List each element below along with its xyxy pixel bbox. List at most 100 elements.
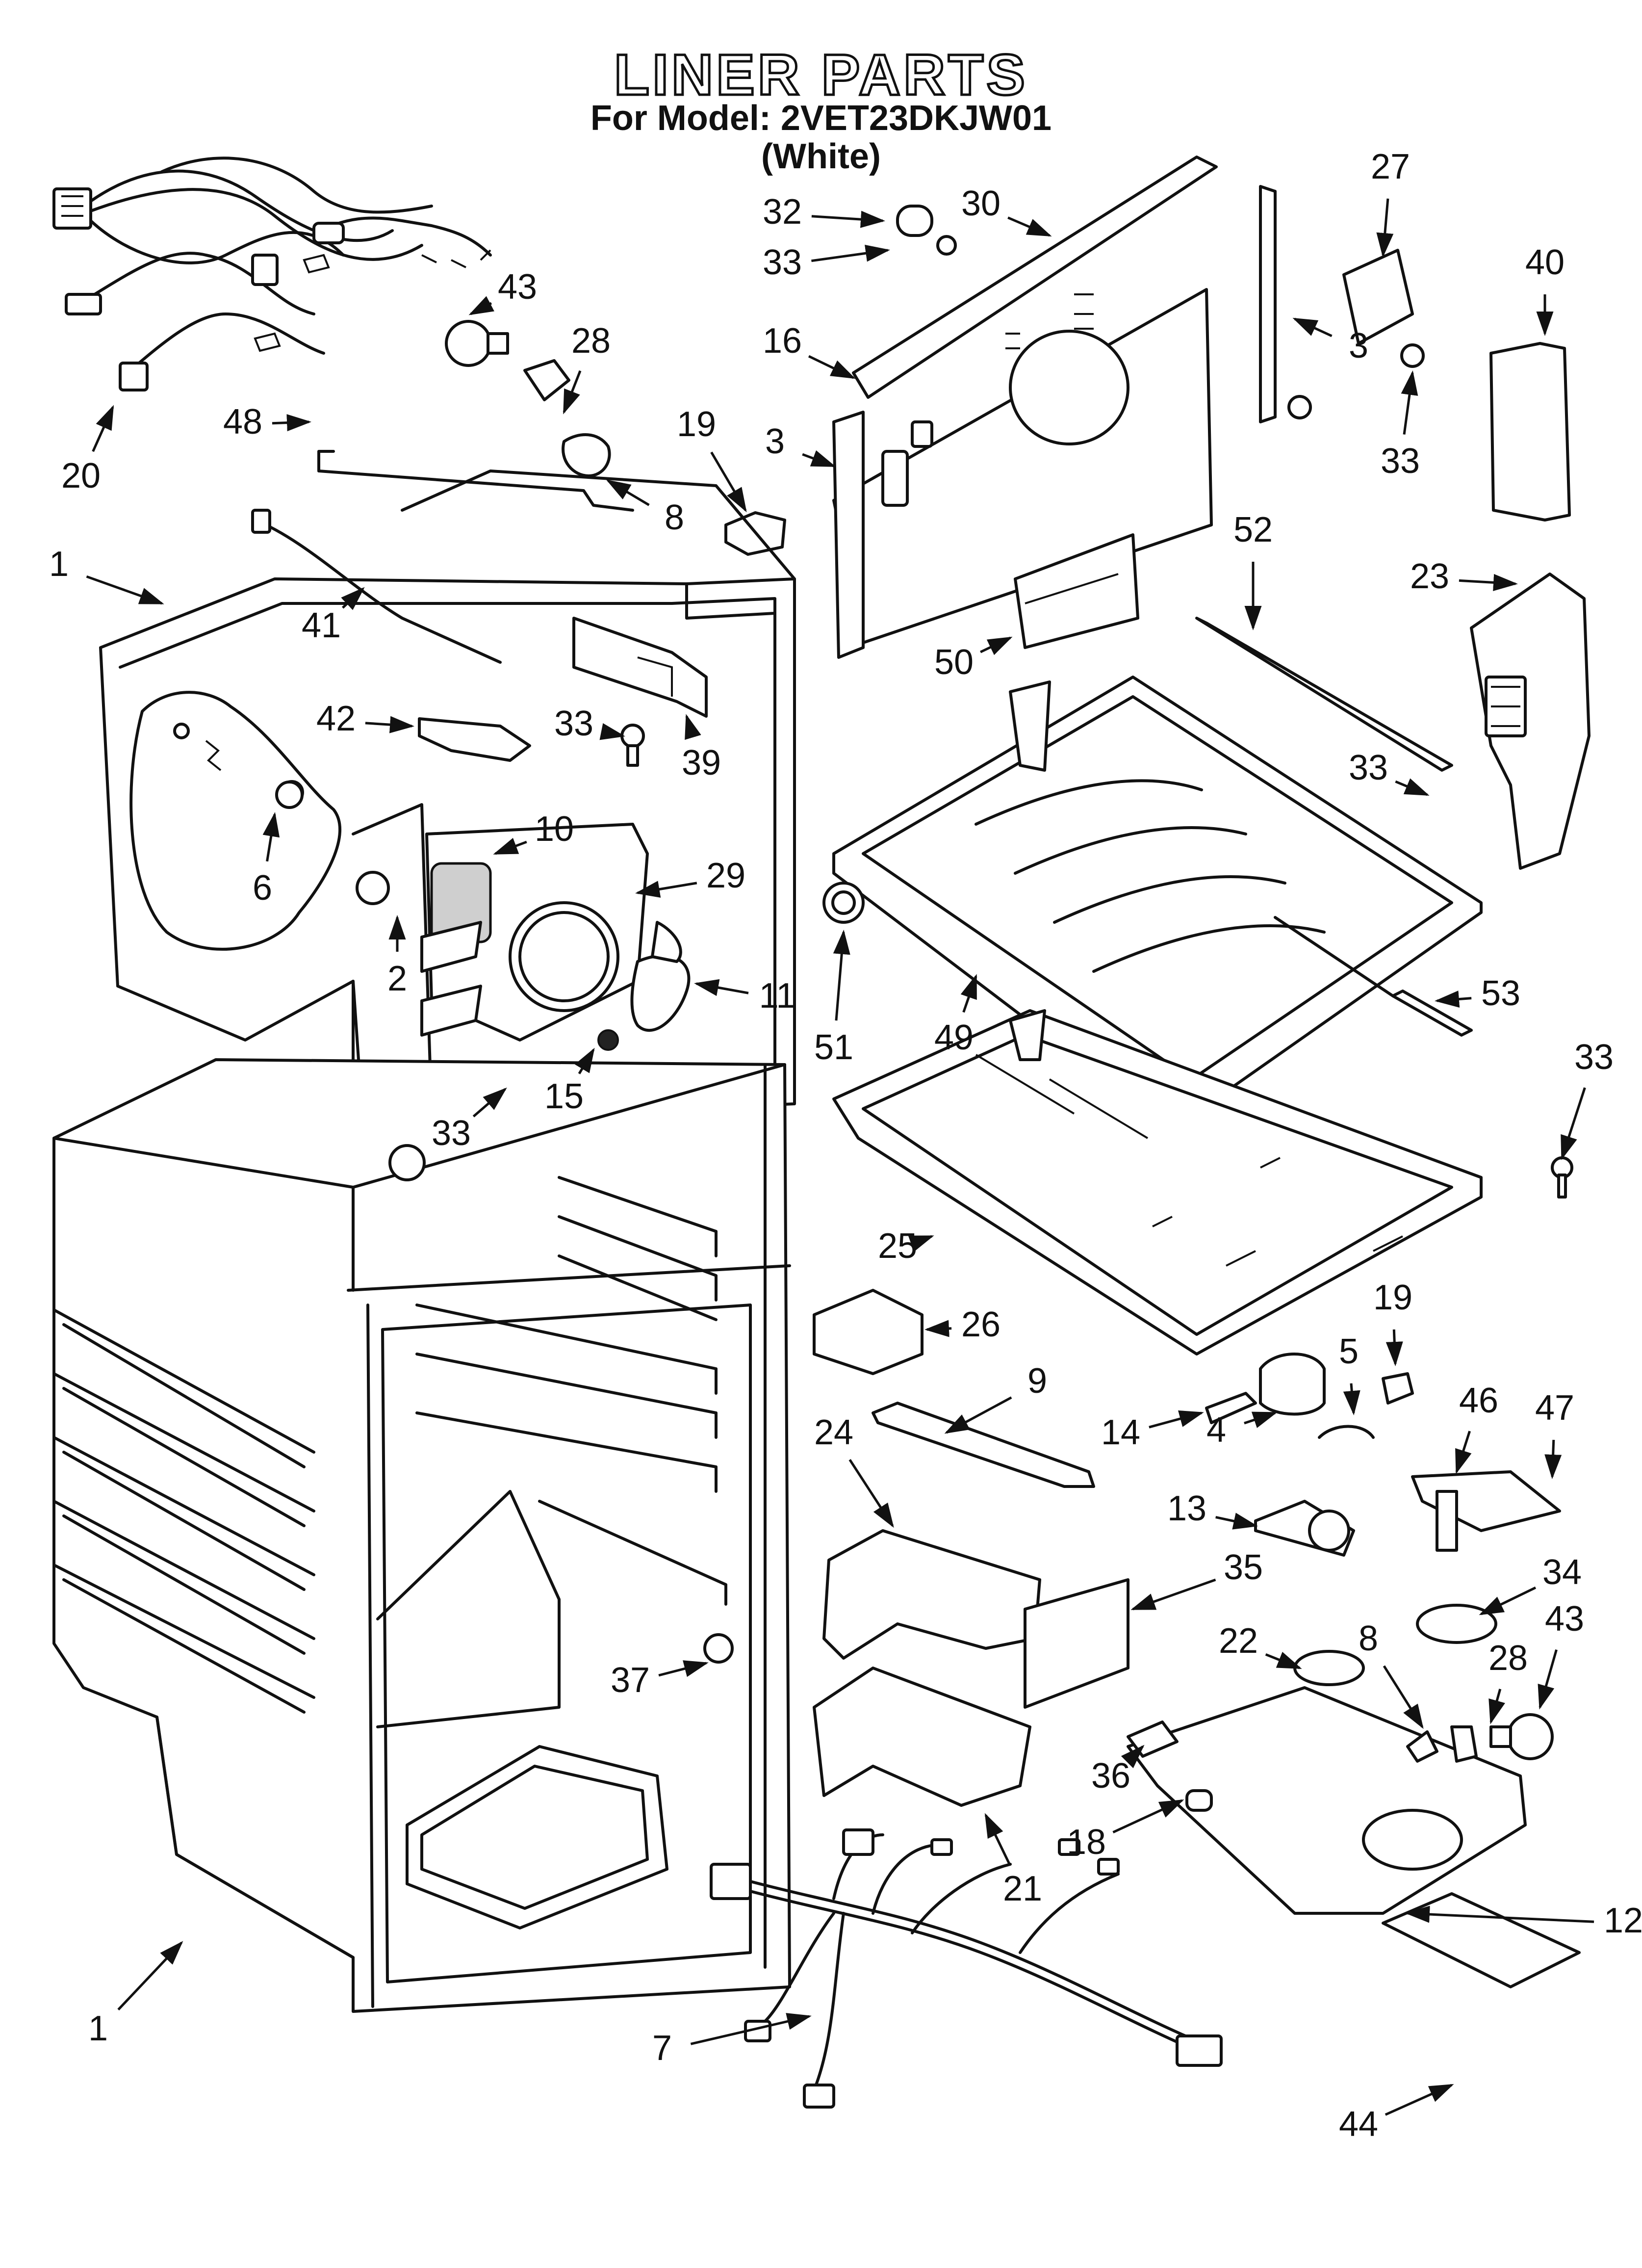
callout-layer: 1123345678891011121314151618191920212223… [49,147,1642,2144]
callout-leader [1405,1905,1594,1923]
callout-c35: 35 [1130,1548,1263,1611]
callout-label: 19 [677,405,716,444]
callout-leader [1149,1410,1204,1429]
callout-c32: 32 [763,192,885,232]
callout-label: 3 [765,422,785,461]
callout-leader [472,1087,507,1118]
callout-label: 33 [1349,748,1388,787]
callout-leader [635,881,697,898]
callout-label: 33 [1574,1038,1614,1077]
callout-c47: 47 [1535,1388,1574,1479]
callout-c50: 50 [934,636,1013,682]
callout-c14: 14 [1101,1410,1204,1452]
callout-c37: 37 [611,1660,709,1700]
cups-22-34 [1293,1604,1497,1686]
callout-leader [1544,1439,1562,1479]
callout-label: 42 [316,699,356,738]
lower-wiring-harness [710,1828,1223,2109]
callout-label: 19 [1373,1278,1412,1317]
callout-c43b: 43 [1538,1599,1584,1710]
callout-leader [1121,1745,1145,1769]
callout-c5: 5 [1339,1332,1360,1415]
callout-label: 2 [387,959,407,998]
callout-c1: 1 [49,545,164,605]
callout-label: 35 [1224,1548,1263,1587]
callout-leader [802,450,836,468]
callout-leader [694,979,749,996]
callout-c10: 10 [493,809,574,855]
callout-label: 1 [88,2009,108,2048]
callout-label: 8 [1359,1619,1378,1658]
callout-c43: 43 [468,267,537,315]
callout-label: 37 [611,1661,650,1700]
shroud-21 [813,1667,1031,1807]
callout-leader [690,2013,812,2045]
callout-c15: 15 [544,1047,595,1116]
callout-leader [1538,1649,1558,1710]
callout-c11: 11 [694,976,795,1016]
callout-leader [563,370,582,415]
callout-leader [658,1660,709,1677]
callout-label: 34 [1542,1553,1582,1592]
callout-c29: 29 [635,856,745,898]
callout-leader [1265,1652,1302,1669]
callout-c16: 16 [763,321,856,379]
callout-leader [599,723,625,740]
callout-leader [984,1813,1011,1866]
callout-label: 4 [1206,1410,1226,1450]
callout-label: 1 [49,545,69,584]
callout-c34: 34 [1479,1553,1582,1616]
callout-leader [117,1941,183,2011]
callout-leader [365,716,414,733]
callout-label: 43 [498,267,537,307]
callout-c3: 3 [765,422,836,468]
callout-label: 12 [1604,1901,1642,1940]
callout-label: 39 [682,743,721,782]
callout-leader [685,714,701,740]
callout-label: 20 [61,456,101,495]
callout-label: 48 [223,402,262,442]
callout-leader [833,930,850,1021]
callout-leader [1561,1087,1586,1160]
callout-leader [468,296,494,315]
callout-leader [811,244,890,262]
callout-c12: 12 [1405,1901,1642,1940]
cover-27 [1342,249,1414,345]
callout-leader [1383,1665,1424,1729]
callout-label: 24 [814,1413,853,1452]
callout-label: 51 [814,1028,853,1067]
callout-c18: 18 [1067,1799,1184,1862]
screw-33-right [1551,1156,1573,1199]
callout-leader [944,1396,1012,1434]
callout-leader [1455,1431,1472,1474]
callout-c46: 46 [1455,1381,1498,1474]
callout-c2: 2 [387,915,407,998]
callout-label: 50 [934,643,974,682]
callout-c40: 40 [1525,243,1565,336]
light-housing-and-harness [251,450,708,718]
callout-leader [86,575,164,605]
callout-c52: 52 [1233,510,1273,630]
callout-label: 30 [961,184,1001,223]
callout-c19b: 19 [1373,1278,1412,1366]
callout-label: 33 [554,704,593,743]
callout-c33f: 33 [1561,1038,1614,1160]
callout-leader [1376,198,1394,258]
callout-c51: 51 [814,930,853,1067]
clip-14 [1205,1392,1257,1424]
callout-leader [1479,1586,1537,1616]
callout-label: 29 [706,856,745,895]
diagram-title: LINER PARTS [613,42,1028,109]
callout-label: 18 [1067,1823,1106,1862]
plate-44 [1382,1892,1581,1988]
lower-light-assembly [1406,1713,1554,1763]
callout-label: 33 [432,1114,471,1153]
callout-c33d: 33 [1349,748,1430,796]
callout-label: 6 [253,868,272,908]
callout-label: 5 [1339,1332,1359,1371]
callout-leader [92,405,114,452]
callout-leader [1215,1512,1258,1530]
callout-leader [1130,1578,1216,1611]
callout-c28b: 28 [1488,1639,1528,1724]
